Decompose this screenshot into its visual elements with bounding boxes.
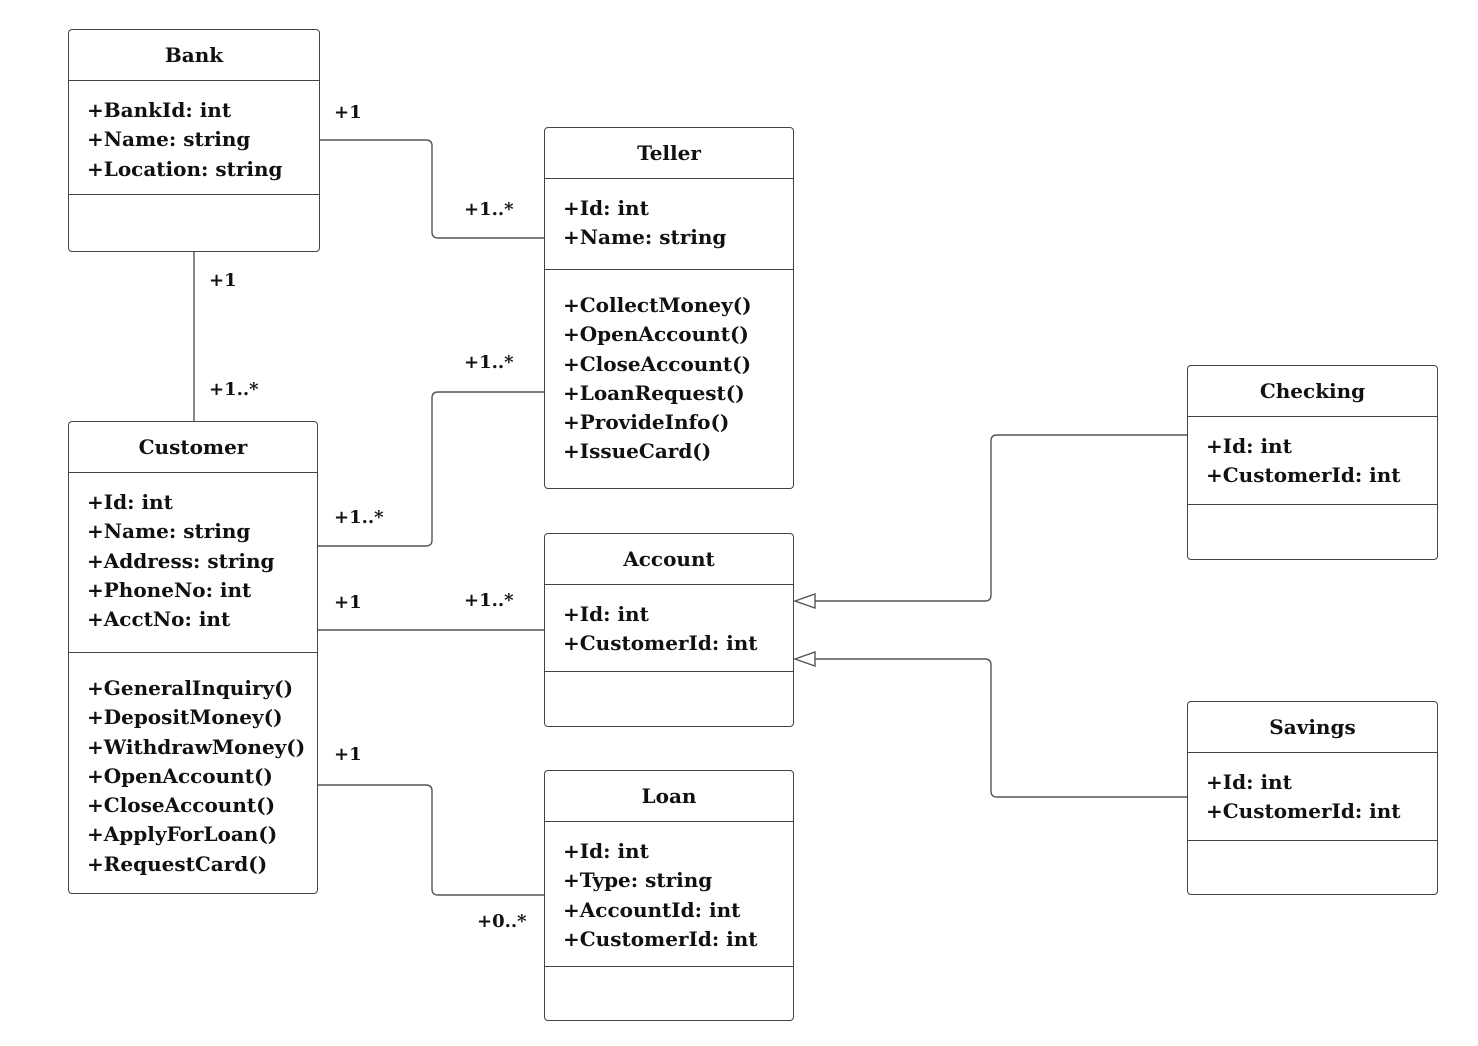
multiplicity-bank-customer-bank-end: +1	[209, 270, 237, 291]
operation: +OpenAccount()	[563, 322, 749, 347]
class-account-attributes: +Id: int +CustomerId: int	[545, 585, 793, 672]
class-customer-operations: +GeneralInquiry() +DepositMoney() +Withd…	[69, 653, 317, 893]
class-bank-name: Bank	[69, 30, 319, 81]
attribute: +Location: string	[87, 156, 283, 181]
attribute: +CustomerId: int	[563, 926, 758, 951]
class-savings[interactable]: Savings +Id: int +CustomerId: int	[1187, 701, 1438, 895]
multiplicity-customer-account-account-end: +1..*	[464, 590, 514, 611]
class-loan-attributes: +Id: int +Type: string +AccountId: int +…	[545, 822, 793, 967]
class-checking-name: Checking	[1188, 366, 1437, 417]
class-customer-name: Customer	[69, 422, 317, 473]
multiplicity-bank-teller-teller-end: +1..*	[464, 199, 514, 220]
attribute: +CustomerId: int	[1206, 799, 1401, 824]
class-bank[interactable]: Bank +BankId: int +Name: string +Locatio…	[68, 29, 320, 252]
attribute: +CustomerId: int	[1206, 463, 1401, 488]
attribute: +Id: int	[563, 196, 649, 220]
class-savings-name: Savings	[1188, 702, 1437, 753]
generalization-checking-arrowhead	[792, 593, 816, 609]
multiplicity-bank-teller-bank-end: +1	[334, 102, 362, 123]
multiplicity-customer-loan-customer-end: +1	[334, 744, 362, 765]
class-teller-attributes: +Id: int +Name: string	[545, 179, 793, 270]
operation: +CloseAccount()	[87, 793, 276, 818]
attribute: +Id: int	[563, 602, 649, 626]
class-account-operations	[545, 672, 793, 726]
operation: +GeneralInquiry()	[87, 676, 294, 700]
operation: +CloseAccount()	[563, 351, 752, 376]
generalization-checking-line	[815, 434, 1187, 602]
attribute: +Id: int	[1206, 770, 1292, 794]
multiplicity-customer-loan-loan-end: +0..*	[477, 911, 527, 932]
attribute: +Id: int	[87, 490, 173, 514]
class-bank-attributes: +BankId: int +Name: string +Location: st…	[69, 81, 319, 195]
class-bank-operations	[69, 195, 319, 251]
attribute: +Id: int	[1206, 434, 1292, 458]
class-checking-operations	[1188, 505, 1437, 559]
class-savings-attributes: +Id: int +CustomerId: int	[1188, 753, 1437, 841]
attribute: +PhoneNo: int	[87, 577, 252, 602]
generalization-savings-line	[815, 658, 1187, 798]
operation: +IssueCard()	[563, 439, 712, 464]
class-customer-attributes: +Id: int +Name: string +Address: string …	[69, 473, 317, 653]
assoc-customer-teller-line	[318, 391, 544, 547]
operation: +RequestCard()	[87, 851, 268, 876]
multiplicity-customer-teller-teller-end: +1..*	[464, 352, 514, 373]
multiplicity-customer-teller-customer-end: +1..*	[334, 507, 384, 528]
operation: +DepositMoney()	[87, 705, 283, 730]
class-account-name: Account	[545, 534, 793, 585]
operation: +OpenAccount()	[87, 763, 273, 788]
class-loan-name: Loan	[545, 771, 793, 822]
attribute: +Name: string	[87, 519, 251, 544]
operation: +ProvideInfo()	[563, 410, 730, 435]
multiplicity-bank-customer-customer-end: +1..*	[209, 379, 259, 400]
attribute: +Id: int	[563, 839, 649, 863]
multiplicity-customer-account-customer-end: +1	[334, 592, 362, 613]
operation: +CollectMoney()	[563, 293, 752, 317]
class-checking[interactable]: Checking +Id: int +CustomerId: int	[1187, 365, 1438, 560]
class-teller[interactable]: Teller +Id: int +Name: string +CollectMo…	[544, 127, 794, 489]
attribute: +AccountId: int	[563, 897, 741, 922]
attribute: +Type: string	[563, 868, 713, 893]
attribute: +AcctNo: int	[87, 607, 231, 632]
attribute: +CustomerId: int	[563, 631, 758, 656]
operation: +ApplyForLoan()	[87, 822, 278, 847]
attribute: +BankId: int	[87, 98, 232, 122]
class-teller-operations: +CollectMoney() +OpenAccount() +CloseAcc…	[545, 270, 793, 488]
assoc-bank-teller-line	[320, 139, 544, 239]
class-teller-name: Teller	[545, 128, 793, 179]
operation: +LoanRequest()	[563, 380, 745, 405]
class-checking-attributes: +Id: int +CustomerId: int	[1188, 417, 1437, 505]
operation: +WithdrawMoney()	[87, 734, 306, 759]
attribute: +Name: string	[563, 225, 727, 250]
class-loan[interactable]: Loan +Id: int +Type: string +AccountId: …	[544, 770, 794, 1021]
class-customer[interactable]: Customer +Id: int +Name: string +Address…	[68, 421, 318, 894]
attribute: +Name: string	[87, 127, 251, 152]
class-savings-operations	[1188, 841, 1437, 894]
assoc-customer-loan-line	[318, 784, 544, 896]
class-loan-operations	[545, 967, 793, 1020]
attribute: +Address: string	[87, 548, 275, 573]
class-account[interactable]: Account +Id: int +CustomerId: int	[544, 533, 794, 727]
generalization-savings-arrowhead	[792, 651, 816, 667]
